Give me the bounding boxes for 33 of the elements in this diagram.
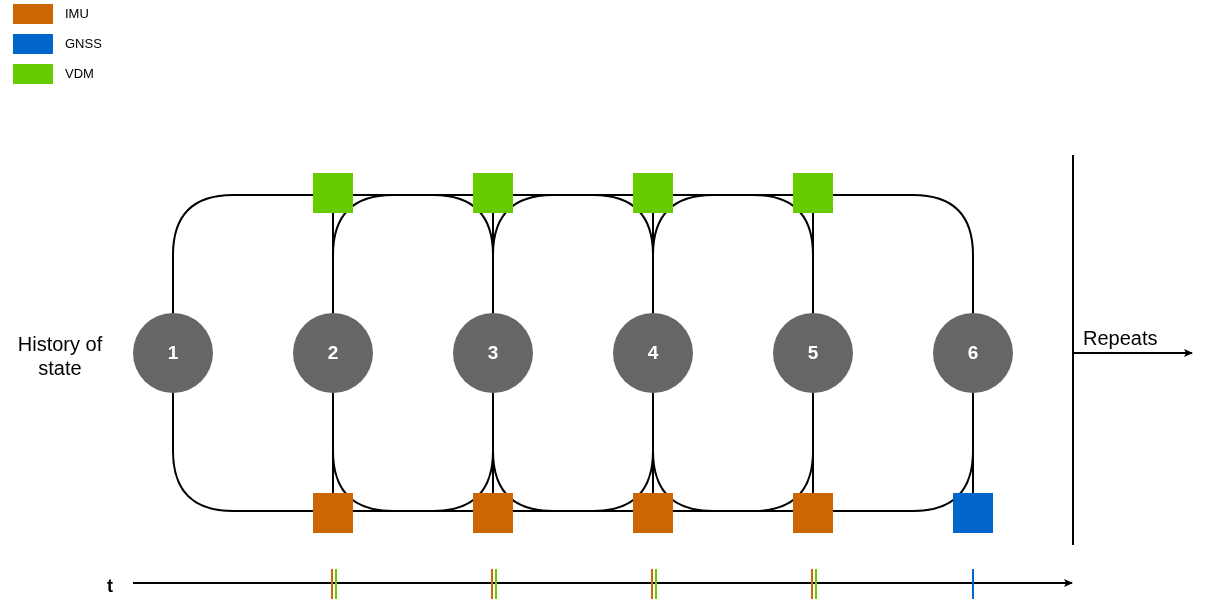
legend-label: IMU	[65, 6, 89, 21]
connector-line	[652, 392, 794, 512]
connector-line	[832, 194, 974, 314]
factor-square	[953, 493, 993, 533]
connector-line	[172, 392, 314, 512]
state-node: 1	[133, 313, 213, 393]
connector-line	[652, 194, 794, 314]
connector-line	[172, 194, 314, 314]
factor-square	[313, 493, 353, 533]
state-node: 3	[453, 313, 533, 393]
state-node: 4	[613, 313, 693, 393]
factor-square	[313, 173, 353, 213]
legend-label: VDM	[65, 66, 94, 81]
axis-label: t	[107, 576, 114, 598]
factor-square	[793, 173, 833, 213]
factor-square	[793, 493, 833, 533]
connector-line	[812, 212, 814, 314]
factor-square	[473, 493, 513, 533]
note-text: History of state	[16, 332, 104, 380]
note-text: Repeats	[1083, 326, 1159, 350]
state-node: 6	[933, 313, 1013, 393]
connector-line	[332, 392, 474, 512]
connector-line	[812, 392, 814, 494]
legend-label: GNSS	[65, 36, 102, 51]
state-node: 2	[293, 313, 373, 393]
factor-square	[473, 173, 513, 213]
connector-line	[332, 194, 474, 314]
connector-line	[492, 392, 634, 512]
factor-square	[633, 493, 673, 533]
connector-line	[972, 392, 974, 494]
state-node: 5	[773, 313, 853, 393]
factor-square	[633, 173, 673, 213]
connector-line	[492, 194, 634, 314]
